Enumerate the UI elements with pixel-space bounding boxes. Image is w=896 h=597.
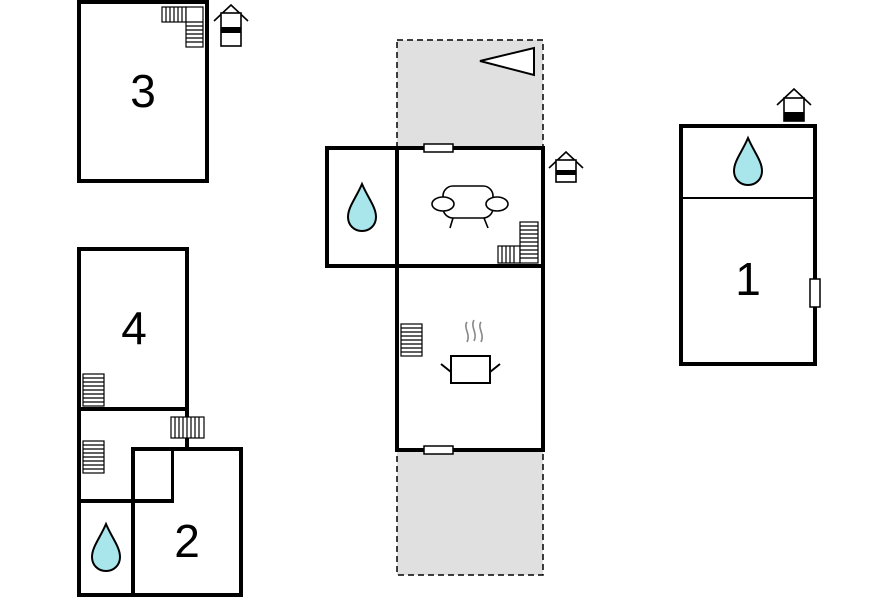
direction-triangle-icon bbox=[479, 46, 535, 77]
water-drop-icon bbox=[90, 521, 122, 573]
bathroom-center bbox=[325, 146, 399, 268]
room-1 bbox=[679, 124, 817, 366]
cooking-pot-icon bbox=[440, 319, 501, 384]
staircase-icon bbox=[161, 6, 204, 48]
staircase-icon bbox=[170, 416, 205, 439]
staircase-icon bbox=[497, 221, 539, 264]
room-1-label: 1 bbox=[735, 253, 761, 305]
window-icon bbox=[423, 143, 454, 153]
water-drop-icon bbox=[732, 135, 764, 187]
staircase-icon bbox=[82, 440, 105, 474]
staircase-icon bbox=[82, 373, 105, 407]
staircase-icon bbox=[400, 323, 423, 357]
room-3-label: 3 bbox=[130, 65, 156, 117]
room-4 bbox=[77, 247, 189, 411]
sofa-icon bbox=[431, 185, 509, 229]
room-3 bbox=[77, 0, 209, 183]
bathroom-left bbox=[77, 501, 133, 597]
house-entrance-icon bbox=[213, 3, 249, 47]
room-4-label: 4 bbox=[121, 302, 147, 354]
room-2-label: 2 bbox=[174, 515, 200, 567]
window-icon bbox=[423, 445, 454, 455]
terrace-bottom bbox=[396, 449, 544, 576]
kitchen bbox=[395, 264, 545, 452]
house-entrance-icon bbox=[776, 87, 812, 122]
water-drop-icon bbox=[346, 181, 378, 233]
house-entrance-icon bbox=[548, 150, 584, 183]
window-icon bbox=[809, 278, 821, 308]
hallway-fill bbox=[135, 451, 171, 499]
